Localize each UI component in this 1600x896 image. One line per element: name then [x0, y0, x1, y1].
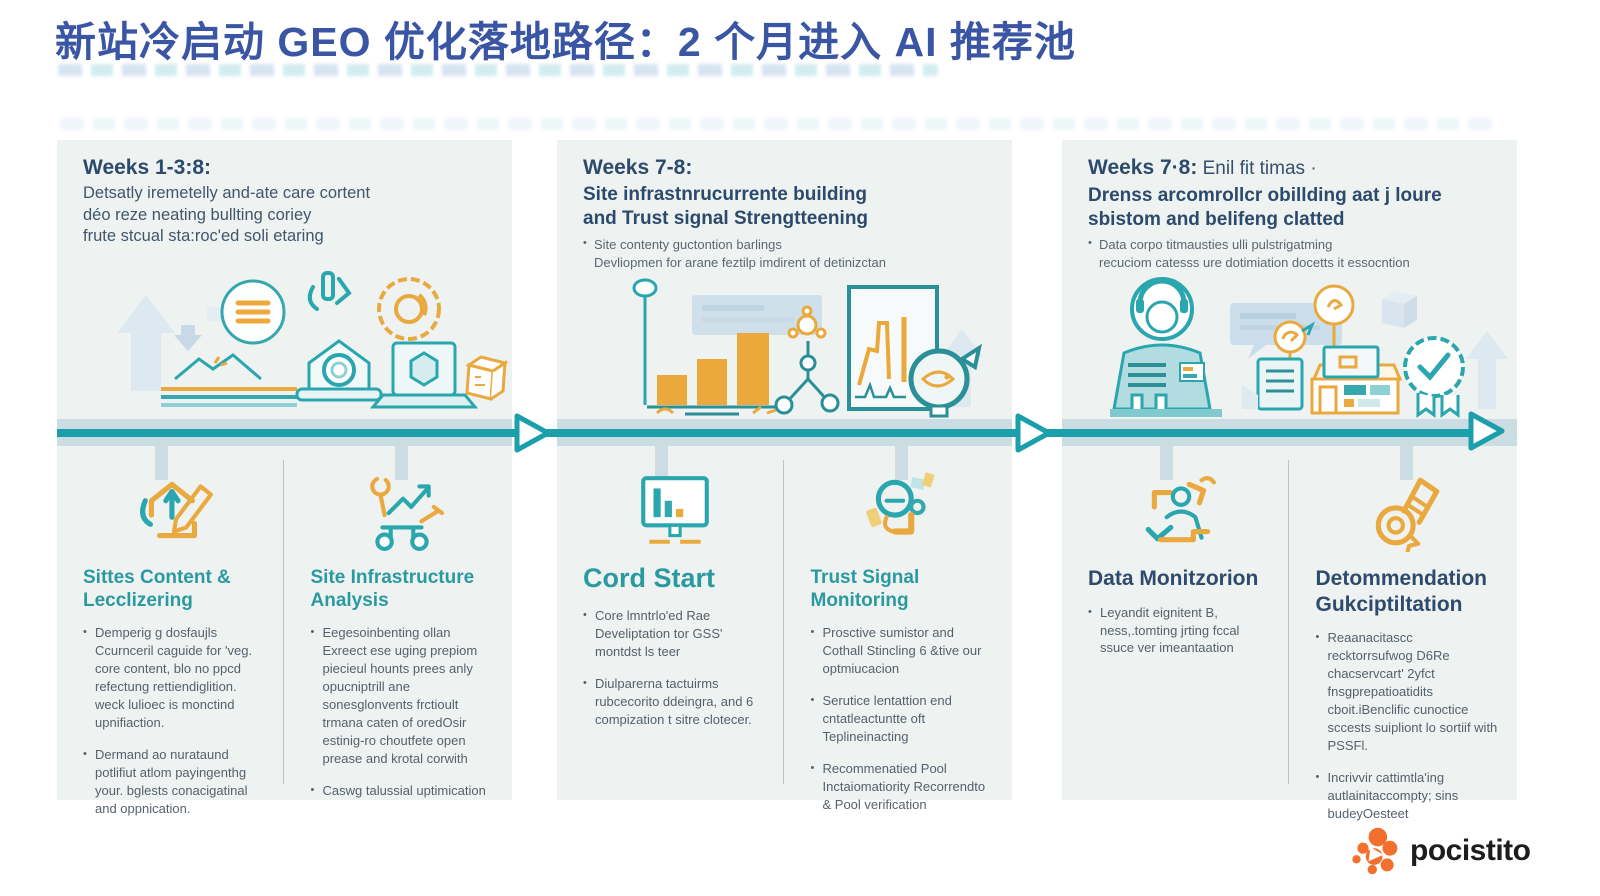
section-cold-start: Cord Start Core lmntrlo'ed Rae Develipta…: [557, 458, 785, 800]
section-recommendation: Detommendation Gukciptiltation Reaanacit…: [1290, 458, 1518, 821]
content-localization-icon: [139, 481, 213, 539]
pale-cube-icon: [1382, 291, 1417, 328]
content-creation-scene-illustration: [117, 271, 509, 409]
magnifier-icon: [908, 343, 982, 418]
orange-rosette-icon: [377, 277, 441, 341]
up-arrow-icon: [1466, 331, 1508, 409]
certified-rosette-icon: [1403, 336, 1465, 418]
timeline-tick: [395, 446, 408, 480]
site-infrastructure-icon: [370, 476, 445, 551]
panel2-header: Weeks 7-8: Site infrastnrucurrente build…: [557, 140, 1012, 272]
laptop-hexagon-icon: [369, 341, 479, 409]
bullet-item: Demperig g dosfaujls Ccurnceril caguide …: [83, 624, 267, 732]
growth-chart-scene-illustration: [632, 278, 983, 418]
section-heading: Sittes Content & Lecclizering: [83, 567, 231, 612]
logo-text: pocistito: [1410, 834, 1531, 867]
bar-chart-icon: [647, 333, 789, 416]
bullet-item: Eegesoinbenting ollan Exreect ese uging …: [311, 624, 495, 768]
section-bullets: Leyandit eignitent B, ness,.tomting jrti…: [1088, 604, 1272, 658]
section-trust-signal: Trust Signal Monitoring Prosctive sumist…: [785, 458, 1013, 812]
section-heading: Detommendation Gukciptiltation: [1315, 567, 1488, 616]
down-arrow-icon: [174, 325, 202, 351]
cube-icon: [465, 355, 509, 401]
mini-monitor-icon: [1242, 357, 1304, 411]
section-bullets: Eegesoinbenting ollan Exreect ese uging …: [311, 624, 495, 799]
timeline-line: [57, 429, 1481, 437]
section-bullets: Core lmntrlo'ed Rae Develiptation tor GS…: [583, 607, 767, 729]
molecule-icon: [787, 305, 827, 339]
bullet-item: Reaanacitascc recktorrsufwog D6Re chacse…: [1316, 629, 1500, 755]
ghost-subtitle-strip: [58, 64, 938, 76]
bullet-item: Prosctive sumistor and Cothall Stincling…: [811, 624, 995, 678]
bullet-item: Caswg talussial uptimication: [311, 782, 495, 800]
orange-cluster-logo-icon: [1352, 827, 1398, 875]
storefront-icon: [1310, 345, 1403, 415]
panel1-subtitle: Detsatly iremetelly and-ate care cortent…: [83, 184, 371, 246]
timeline-tick: [895, 446, 908, 480]
timeline-tick: [155, 446, 168, 480]
section-sites-content: Sittes Content & Lecclizering Demperig g…: [57, 458, 285, 816]
timeline-tick: [1400, 446, 1413, 480]
panel3-week-label: Weeks 7·8: Enil fit timas ·: [1088, 156, 1317, 179]
timeline-tick: [1160, 446, 1173, 480]
timeline-tick: [655, 446, 668, 480]
terrain-lines-icon: [161, 353, 297, 407]
recommendation-medal-icon: [1375, 477, 1440, 552]
bullet-item: Dermand ao nurataund potlifiut atlom pay…: [83, 746, 267, 818]
timeline-arrow-icon: [1015, 413, 1052, 453]
panel-weeks-7-8: Weeks 7-8: Site infrastnrucurrente build…: [557, 140, 1013, 812]
bullet-item: Core lmntrlo'ed Rae Develiptation tor GS…: [583, 607, 767, 661]
page-title: 新站冷启动 GEO 优化落地路径：2 个月进入 AI 推荐池: [55, 19, 1076, 65]
data-monitoring-icon: [1145, 476, 1216, 543]
cold-start-monitor-icon: [640, 476, 709, 544]
panel2-subtitle: Site infrastnrucurrente building and Tru…: [583, 184, 869, 229]
ghost-faint-text-strip: [60, 118, 1500, 130]
support-adoption-scene-illustration: [1110, 277, 1508, 418]
section-heading: Site Infrastructure Analysis: [310, 567, 475, 612]
section-bullets: Prosctive sumistor and Cothall Stincling…: [811, 624, 995, 813]
section-bullets: Reaanacitascc recktorrsufwog D6Re chacse…: [1316, 629, 1500, 822]
panel2-header-bullet: Site contenty guctontion barlings Devlio…: [583, 236, 986, 272]
panel3-header: Weeks 7·8: Enil fit timas · Drenss arcom…: [1062, 140, 1517, 273]
panel3-subtitle: Drenss arcomrollcr obillding aat j loure…: [1088, 184, 1442, 230]
panel1-week-label: Weeks 1-3:8:: [83, 156, 212, 179]
column-divider: [283, 460, 284, 784]
section-heading: Trust Signal Monitoring: [810, 567, 920, 612]
panel-weeks-7-8-final: Weeks 7·8: Enil fit timas · Drenss arcom…: [1062, 140, 1518, 821]
panel3-header-bullet: Data corpo titmausties ulli pulstrigatmi…: [1088, 236, 1491, 272]
section-data-monitoring: Data Monitzorion Leyandit eignitent B, n…: [1062, 458, 1290, 800]
section-heading: Data Monitzorion: [1088, 567, 1259, 590]
section-site-infrastructure: Site Infrastructure Analysis Eegesoinben…: [285, 458, 513, 800]
column-divider: [1288, 460, 1289, 784]
section-bullets: Demperig g dosfaujls Ccurnceril caguide …: [83, 624, 267, 817]
panel2-week-label: Weeks 7-8:: [583, 156, 693, 179]
bullet-item: Leyandit eignitent B, ness,.tomting jrti…: [1088, 604, 1272, 658]
up-arrow-icon: [117, 295, 175, 391]
bullet-item: Serutice lentattion end cntatleactuntte …: [811, 692, 995, 746]
column-divider: [783, 460, 784, 784]
trust-signal-icon: [866, 472, 935, 535]
bullet-item: Incrivvir cattimtla'ing autlainitaccompt…: [1316, 769, 1500, 823]
flag-pole-icon: [632, 278, 658, 298]
support-person-icon: [1110, 277, 1222, 417]
timeline-arrow-icon: [1468, 411, 1505, 451]
teal-glyph-icon: [307, 271, 352, 311]
panel-weeks-1-3: Weeks 1-3:8: Detsatly iremetelly and-ate…: [57, 140, 513, 816]
bullet-item: Diulparerna tactuirms rubcecorito ddeing…: [583, 675, 767, 729]
camera-monitor-icon: [295, 339, 383, 402]
panel3-week-suffix: Enil fit timas ·: [1197, 158, 1317, 179]
logo: pocistito: [1350, 824, 1531, 878]
node-tree-icon: [774, 341, 840, 415]
bullet-item: Recommenatied Pool Inctaiomatiority Reco…: [811, 760, 995, 814]
timeline-arrow-icon: [514, 413, 551, 453]
panel1-header: Weeks 1-3:8: Detsatly iremetelly and-ate…: [57, 140, 512, 248]
section-heading: Cord Start: [583, 563, 716, 593]
